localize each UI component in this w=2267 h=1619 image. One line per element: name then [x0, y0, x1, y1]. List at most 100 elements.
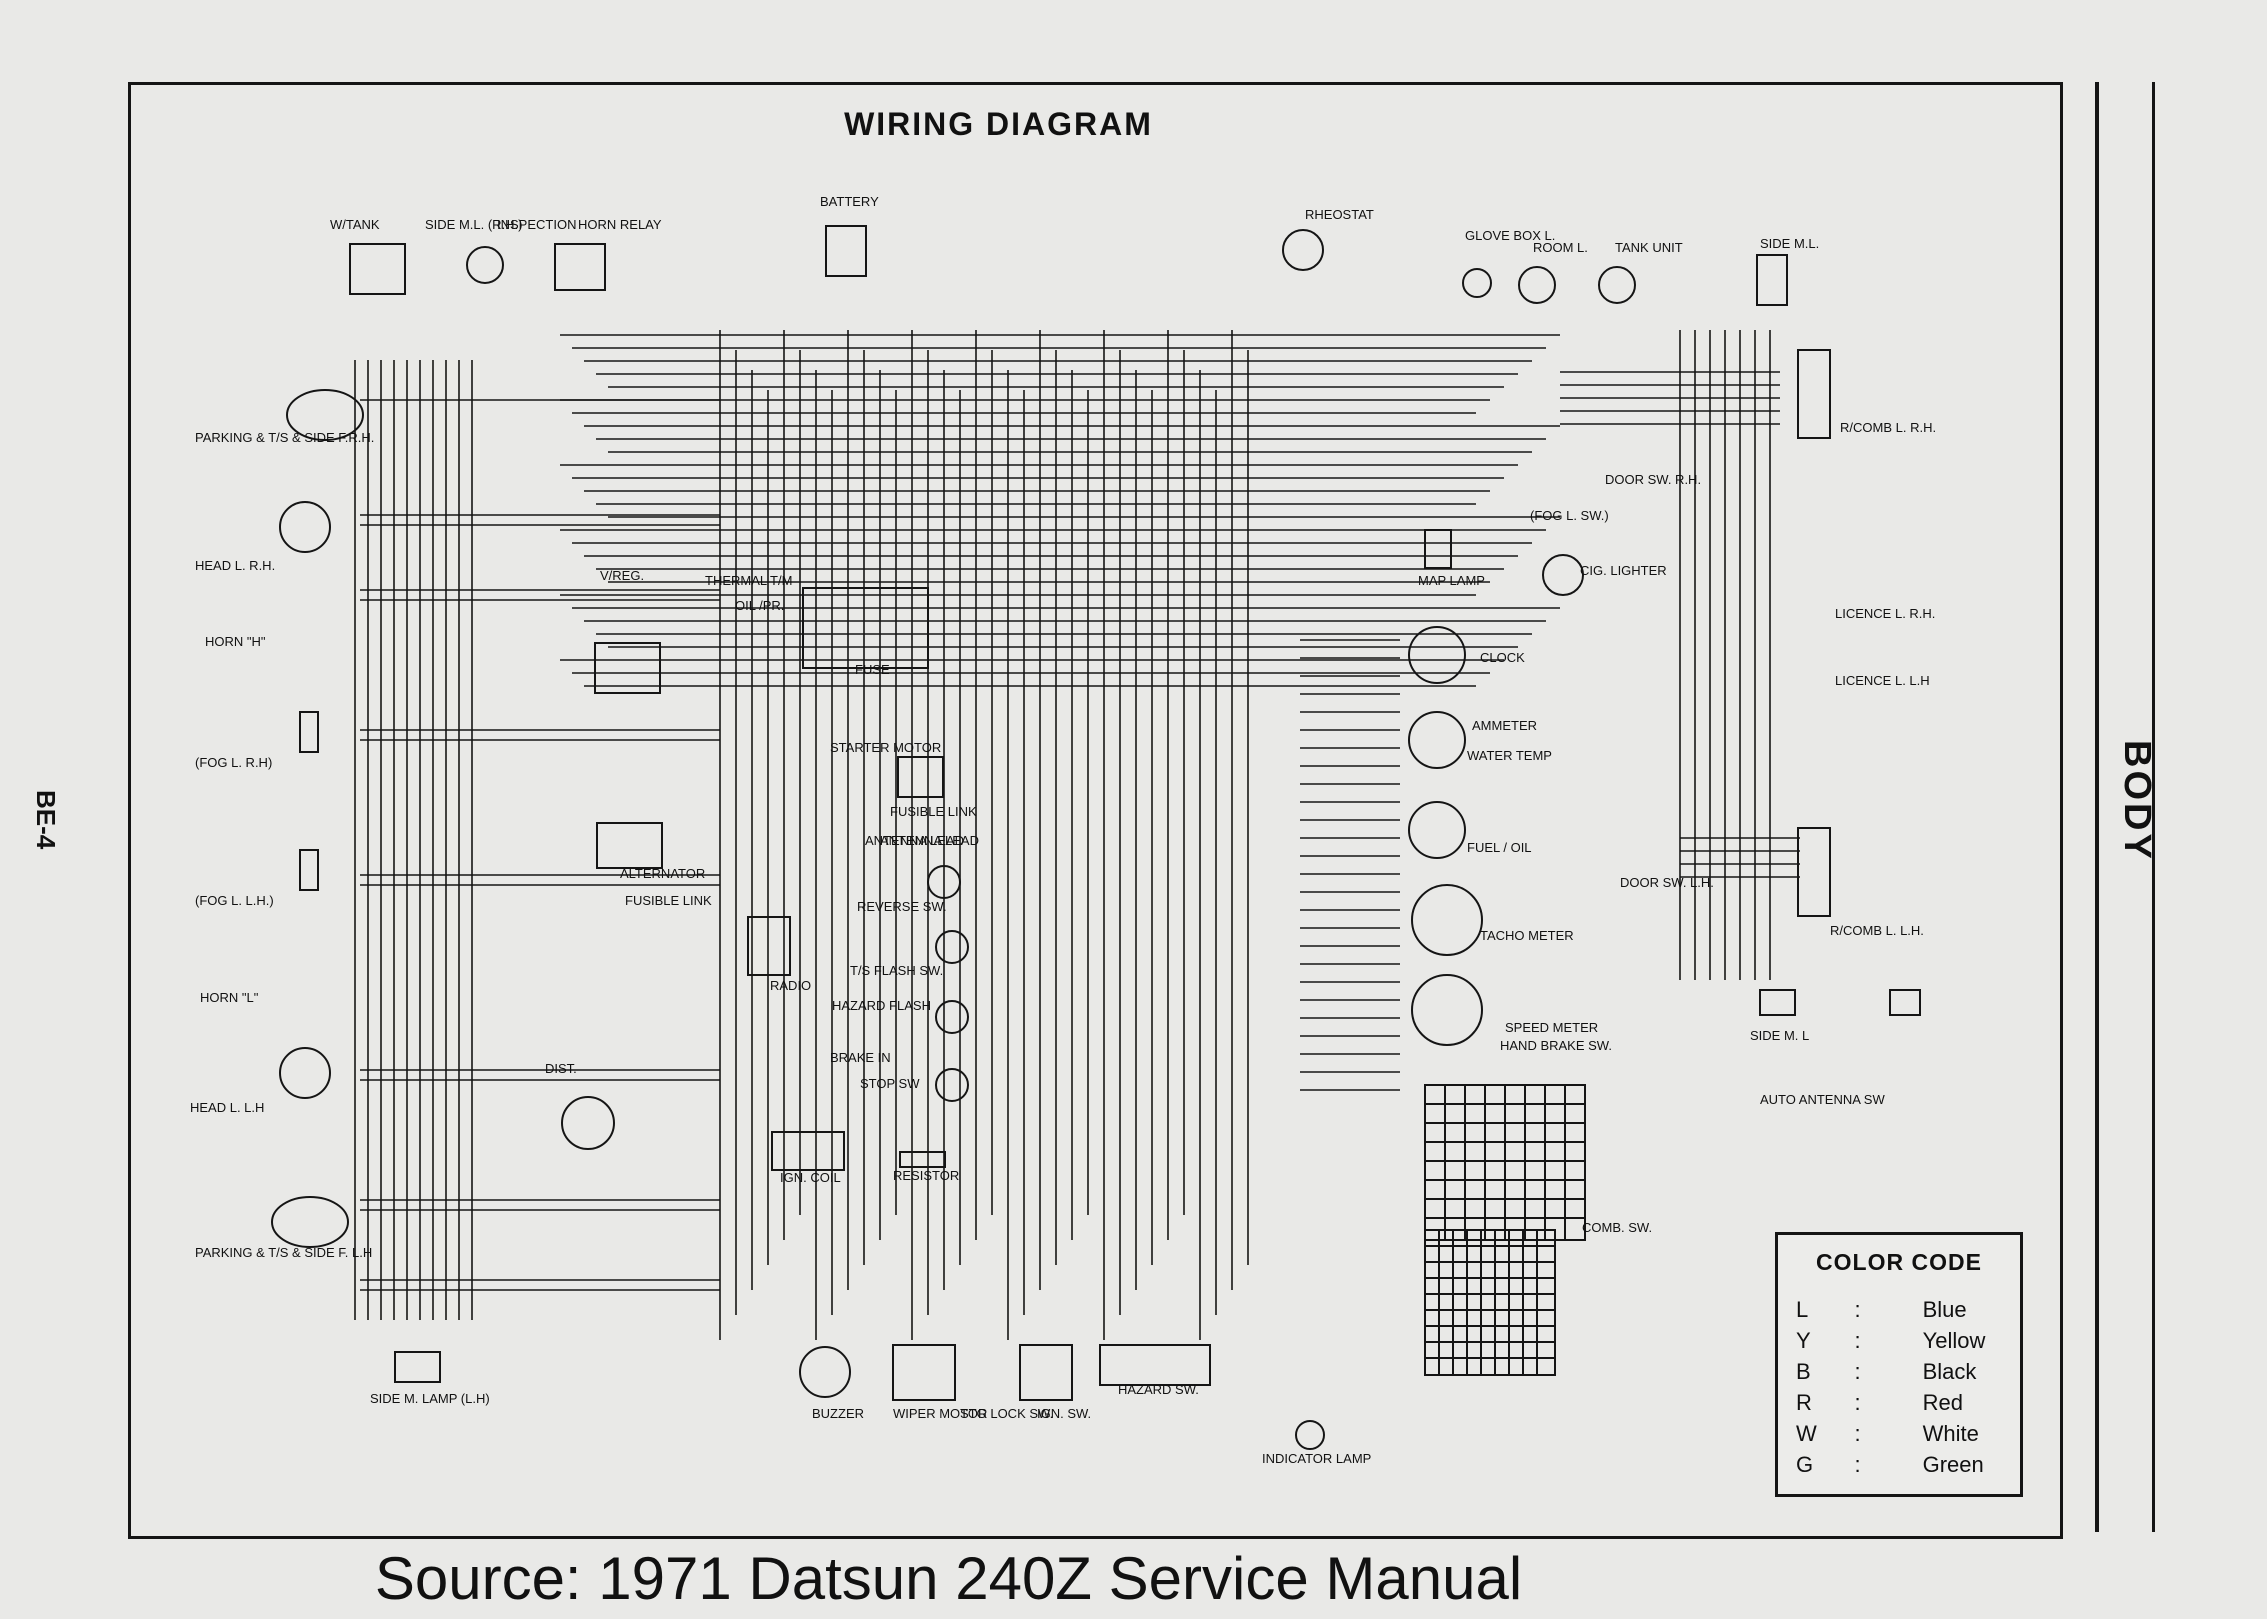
component-label: BRAKE IN [830, 1050, 891, 1065]
legend-sep: : [1854, 1389, 1861, 1415]
headlamp-rh-icon [279, 501, 331, 553]
component-label: (FOG L. R.H) [195, 755, 272, 770]
fuel-tank-unit-icon [349, 243, 406, 295]
legend-sep: : [1854, 1296, 1861, 1322]
rear-combination-lamp-lh-icon [1797, 827, 1831, 917]
page-number: BE-4 [31, 790, 61, 850]
legend-row: G:Green [1778, 1449, 2020, 1480]
component-label: FUSIBLE LINK [625, 893, 712, 908]
component-label: ANTENNA LEAD [880, 833, 979, 848]
component-label: R/COMB L. R.H. [1840, 420, 1936, 435]
legend-code: L [1796, 1296, 1809, 1322]
legend-code: G [1796, 1451, 1814, 1477]
glove-box-lamp-icon [1462, 268, 1492, 298]
legend-name: Blue [1922, 1296, 1967, 1322]
rear-combination-lamp-rh-icon [1797, 349, 1831, 439]
component-label: PARKING & T/S & SIDE F.R.H. [195, 430, 374, 445]
component-label: ROOM L. [1533, 240, 1588, 255]
component-label: SIDE M. LAMP (L.H) [370, 1391, 490, 1406]
diagram-frame [128, 82, 2063, 1539]
horn-relay-icon [554, 243, 606, 291]
tank-unit-gauge-icon [1598, 266, 1636, 304]
legend-sep: : [1854, 1420, 1861, 1446]
legend-row: Y:Yellow [1778, 1325, 2020, 1356]
battery-icon [825, 225, 867, 277]
source-caption: Source: 1971 Datsun 240Z Service Manual [374, 1545, 1523, 1612]
component-label: OIL /PR. [735, 598, 784, 613]
stop-switch-icon [935, 1068, 969, 1102]
legend-code: W [1796, 1420, 1817, 1446]
side-marker-lamp-lh-icon [394, 1351, 441, 1383]
component-label: HORN "L" [200, 990, 259, 1005]
wiper-motor-icon [892, 1344, 956, 1401]
component-label: R/COMB L. L.H. [1830, 923, 1924, 938]
section-label: BODY [2116, 740, 2158, 862]
voltage-regulator-icon [594, 642, 661, 694]
component-label: ANTENNA LEAD [865, 833, 964, 848]
margin-rule-outer [2152, 82, 2155, 1532]
component-symbols [271, 225, 1921, 1450]
component-label: HAND BRAKE SW. [1500, 1038, 1612, 1053]
component-label: LICENCE L. R.H. [1835, 606, 1935, 621]
component-label: THERMAL T/M [705, 573, 792, 588]
side-marker-lh-icon [1759, 989, 1796, 1016]
radio-icon [747, 916, 791, 976]
ignition-coil-icon [771, 1131, 845, 1171]
component-label: HORN RELAY [578, 217, 662, 232]
component-label: DIST. [545, 1061, 577, 1076]
legend-sep: : [1854, 1358, 1861, 1384]
legend-row: R:Red [1778, 1387, 2020, 1418]
component-label: W/TANK [330, 217, 380, 232]
legend-name: Red [1922, 1389, 1963, 1415]
component-label: HAZARD SW. [1118, 1382, 1199, 1397]
component-label: TACHO METER [1480, 928, 1574, 943]
tachometer-icon [1411, 884, 1483, 956]
component-label: (FOG L. SW.) [1530, 508, 1609, 523]
legend-sep: : [1854, 1451, 1861, 1477]
component-label: (FOG L. L.H.) [195, 893, 274, 908]
resistor-icon [899, 1151, 946, 1168]
component-label: CLOCK [1480, 650, 1525, 665]
legend-name: White [1922, 1420, 1979, 1446]
component-label: AMMETER [1472, 718, 1537, 733]
legend-row: L: Blue [1778, 1294, 2020, 1325]
headlamp-lh-icon [279, 1047, 331, 1099]
component-label: IGN. COIL [780, 1170, 841, 1185]
fog-lamp-lh-icon [299, 849, 319, 891]
fuel-oil-gauge-icon [1408, 801, 1466, 859]
starter-motor-icon [897, 756, 944, 798]
fuse-block-icon [802, 587, 929, 669]
component-label: HEAD L. L.H [190, 1100, 264, 1115]
clock-icon [1408, 626, 1466, 684]
legend-row: B:Black [1778, 1356, 2020, 1387]
component-label: DOOR SW. L.H. [1620, 875, 1714, 890]
component-label: MAP LAMP [1418, 573, 1485, 588]
hazard-switch-icon [1099, 1344, 1211, 1386]
component-label: INDICATOR LAMP [1262, 1451, 1371, 1466]
inspection-lamp-icon [466, 246, 504, 284]
component-label: IGN. SW. [1037, 1406, 1091, 1421]
legend-row: W: White [1778, 1418, 2020, 1449]
legend-name: Yellow [1922, 1327, 1986, 1353]
component-label: TANK UNIT [1615, 240, 1683, 255]
component-label: FUEL / OIL [1467, 840, 1532, 855]
component-label: BATTERY [820, 194, 879, 209]
component-label: INSPECTION [497, 217, 576, 232]
legend-heading: COLOR CODE [1816, 1249, 1982, 1275]
cigarette-lighter-icon [1542, 554, 1584, 596]
component-label: WIPER MOTOR [893, 1406, 987, 1421]
component-label: ALTERNATOR [620, 866, 705, 881]
component-label: LICENCE L. L.H [1835, 673, 1930, 688]
component-label: V/REG. [600, 568, 644, 583]
component-label: DOOR SW. R.H. [1605, 472, 1701, 487]
rheostat-icon [1282, 229, 1324, 271]
component-label: BUZZER [812, 1406, 864, 1421]
component-label: RADIO [770, 978, 811, 993]
ignition-switch-icon [1019, 1344, 1073, 1401]
component-label: RESISTOR [893, 1168, 959, 1183]
component-label: GLOVE BOX L. [1465, 228, 1555, 243]
